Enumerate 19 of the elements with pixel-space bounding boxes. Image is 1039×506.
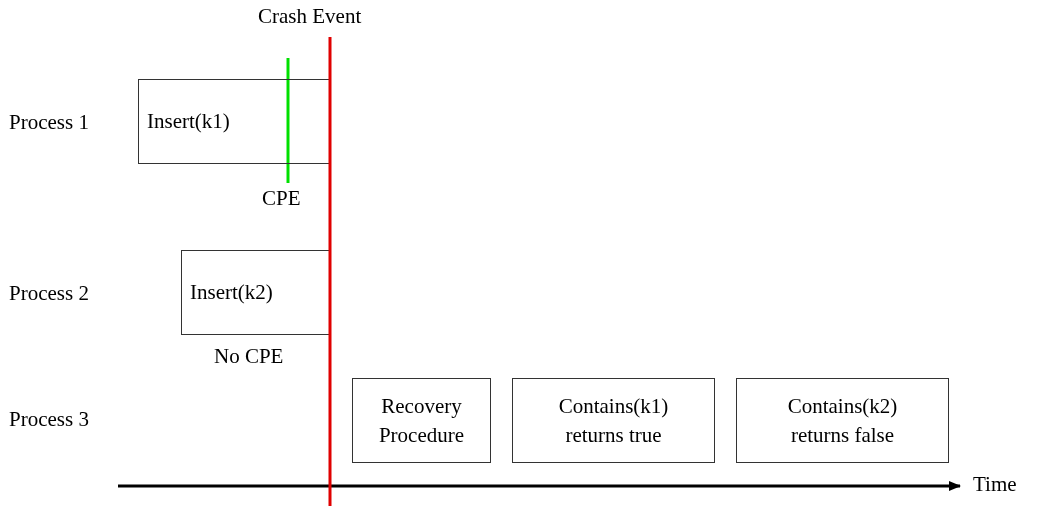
operation-text: Contains(k2)	[787, 393, 898, 421]
operation-box	[181, 250, 330, 335]
process-label: Process 1	[9, 110, 89, 135]
axis-label: Time	[973, 472, 1017, 497]
operation-text: Recovery Procedure	[377, 393, 466, 449]
operation-text: Contains(k1)	[558, 393, 669, 421]
operation-box	[512, 378, 715, 463]
operation-text: returns true	[565, 421, 662, 449]
persistence-note: No CPE	[214, 344, 284, 369]
operation-text: Insert(k1)	[147, 108, 230, 136]
operation-box	[352, 378, 491, 463]
event-label: Crash Event	[258, 4, 362, 29]
operation-text: returns false	[790, 421, 895, 449]
persistence-note: CPE	[262, 186, 301, 211]
operation-box	[138, 79, 330, 164]
process-label: Process 3	[9, 407, 89, 432]
operation-text: Insert(k2)	[190, 279, 273, 307]
operation-box	[736, 378, 949, 463]
process-label: Process 2	[9, 281, 89, 306]
